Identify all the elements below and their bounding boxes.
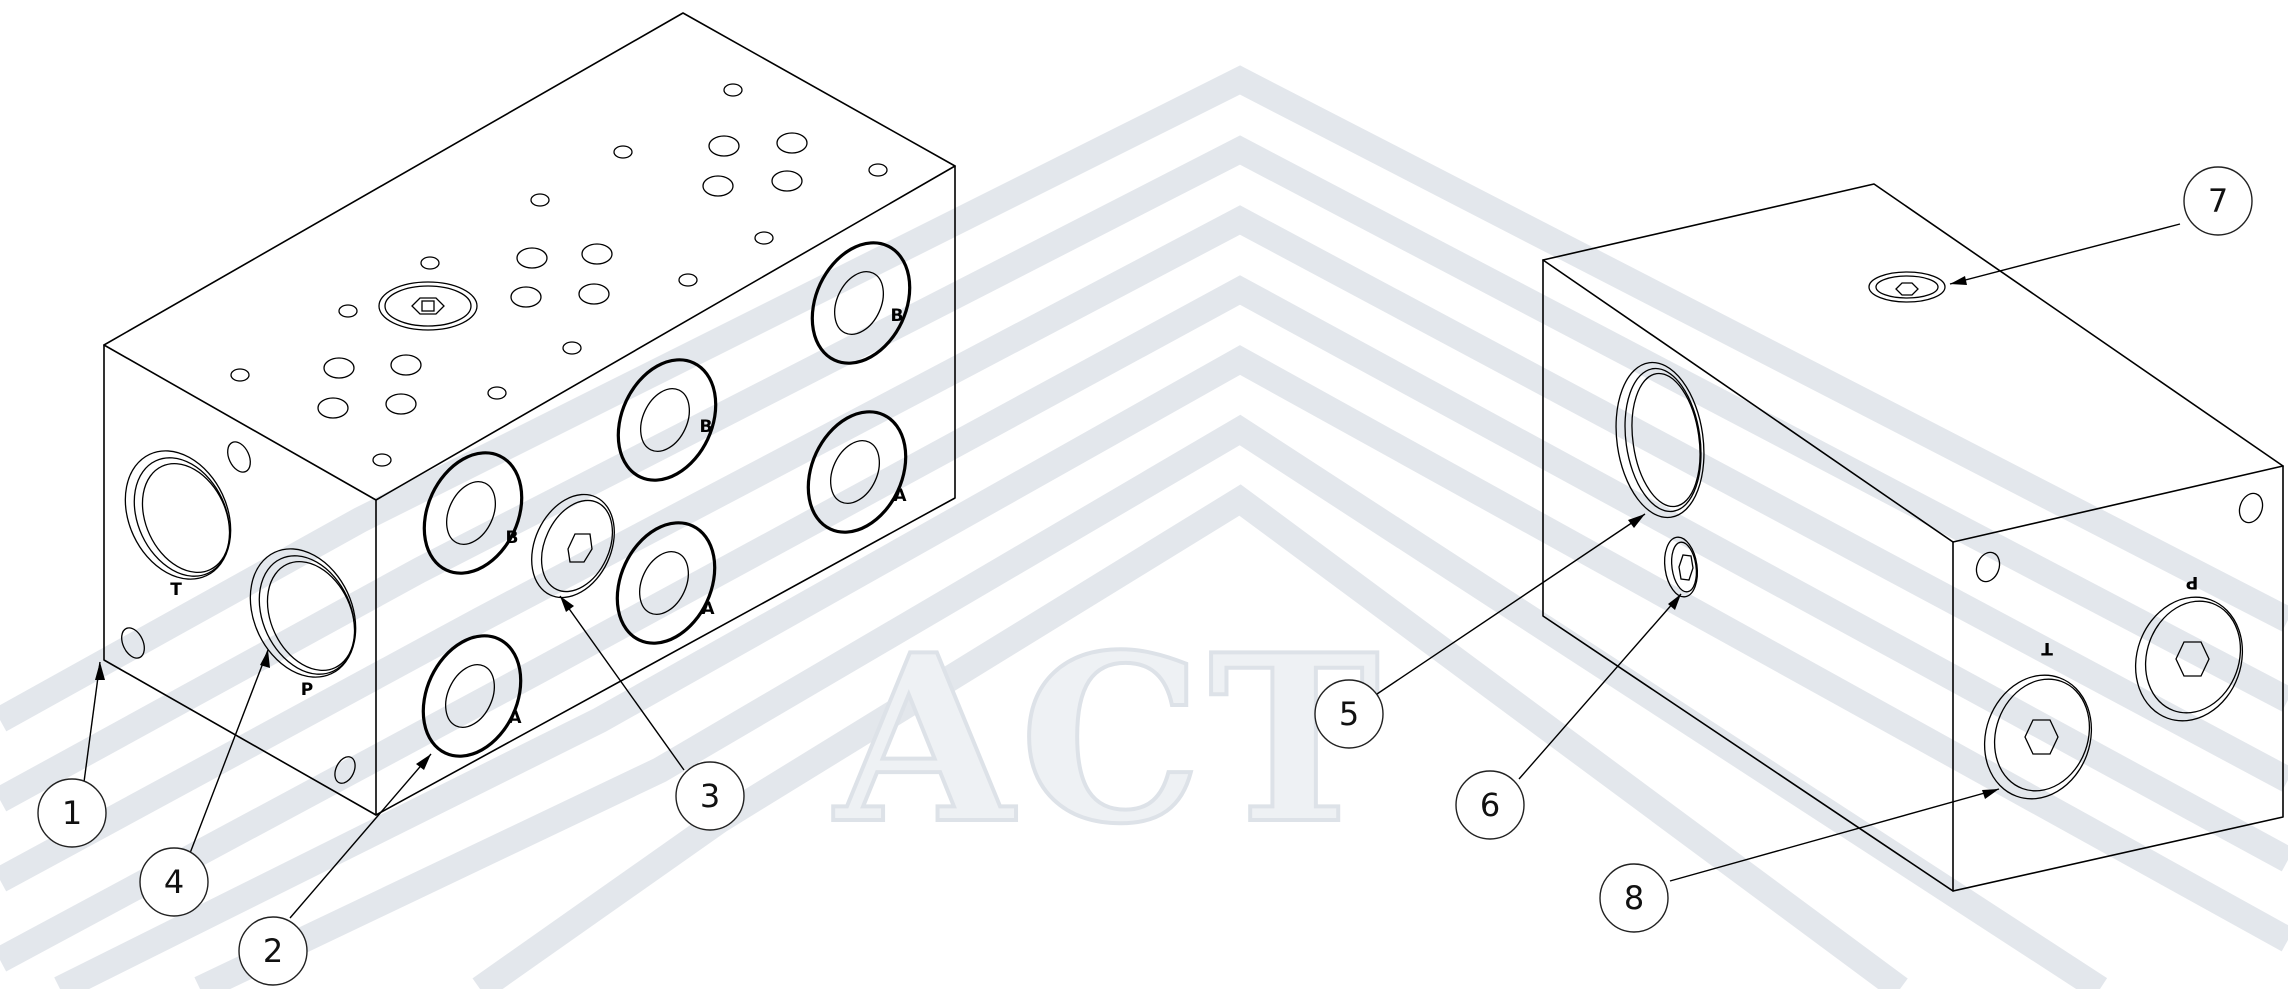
callout-3: 3 xyxy=(675,761,745,831)
port-label-t-right: T xyxy=(2041,638,2053,658)
callout-1: 1 xyxy=(37,778,107,848)
watermark: ACT xyxy=(0,65,2288,989)
leader-lines xyxy=(83,223,2181,919)
right-manifold-block: T P xyxy=(1542,183,2284,892)
left-side-ports xyxy=(121,441,357,678)
top-small-plug xyxy=(1868,271,1946,303)
port-label-b-1: B xyxy=(506,528,519,548)
svg-text:1: 1 xyxy=(62,794,82,832)
front-face-ports xyxy=(334,241,912,784)
port-label-b-3: B xyxy=(891,306,904,326)
svg-text:8: 8 xyxy=(1624,879,1644,917)
front-hex-plug xyxy=(531,493,615,599)
left-face-small-plug xyxy=(1663,536,1699,598)
svg-text:3: 3 xyxy=(700,777,720,815)
right-face-plugs xyxy=(1975,492,2264,800)
left-manifold-block: B B B A A A T P xyxy=(103,12,956,816)
svg-text:5: 5 xyxy=(1339,695,1359,733)
watermark-logo: ACT xyxy=(833,605,1386,875)
port-label-p: P xyxy=(301,680,313,700)
callout-8: 8 xyxy=(1599,863,1669,933)
port-label-a-1: A xyxy=(508,708,522,728)
port-label-p-right: P xyxy=(2186,572,2198,592)
port-label-t: T xyxy=(170,580,182,600)
top-hex-plug xyxy=(378,281,478,331)
callout-5: 5 xyxy=(1314,679,1384,749)
svg-text:4: 4 xyxy=(164,863,184,901)
svg-text:7: 7 xyxy=(2208,182,2228,220)
svg-text:2: 2 xyxy=(263,932,283,970)
callout-7: 7 xyxy=(2183,166,2253,236)
left-face-port xyxy=(1615,361,1705,519)
svg-text:6: 6 xyxy=(1480,786,1500,824)
port-label-a-2: A xyxy=(701,599,715,619)
top-face-holes xyxy=(230,83,888,467)
port-label-a-3: A xyxy=(893,486,907,506)
port-label-b-2: B xyxy=(700,417,713,437)
callout-6: 6 xyxy=(1455,770,1525,840)
callout-2: 2 xyxy=(238,916,308,986)
callout-4: 4 xyxy=(139,847,209,917)
